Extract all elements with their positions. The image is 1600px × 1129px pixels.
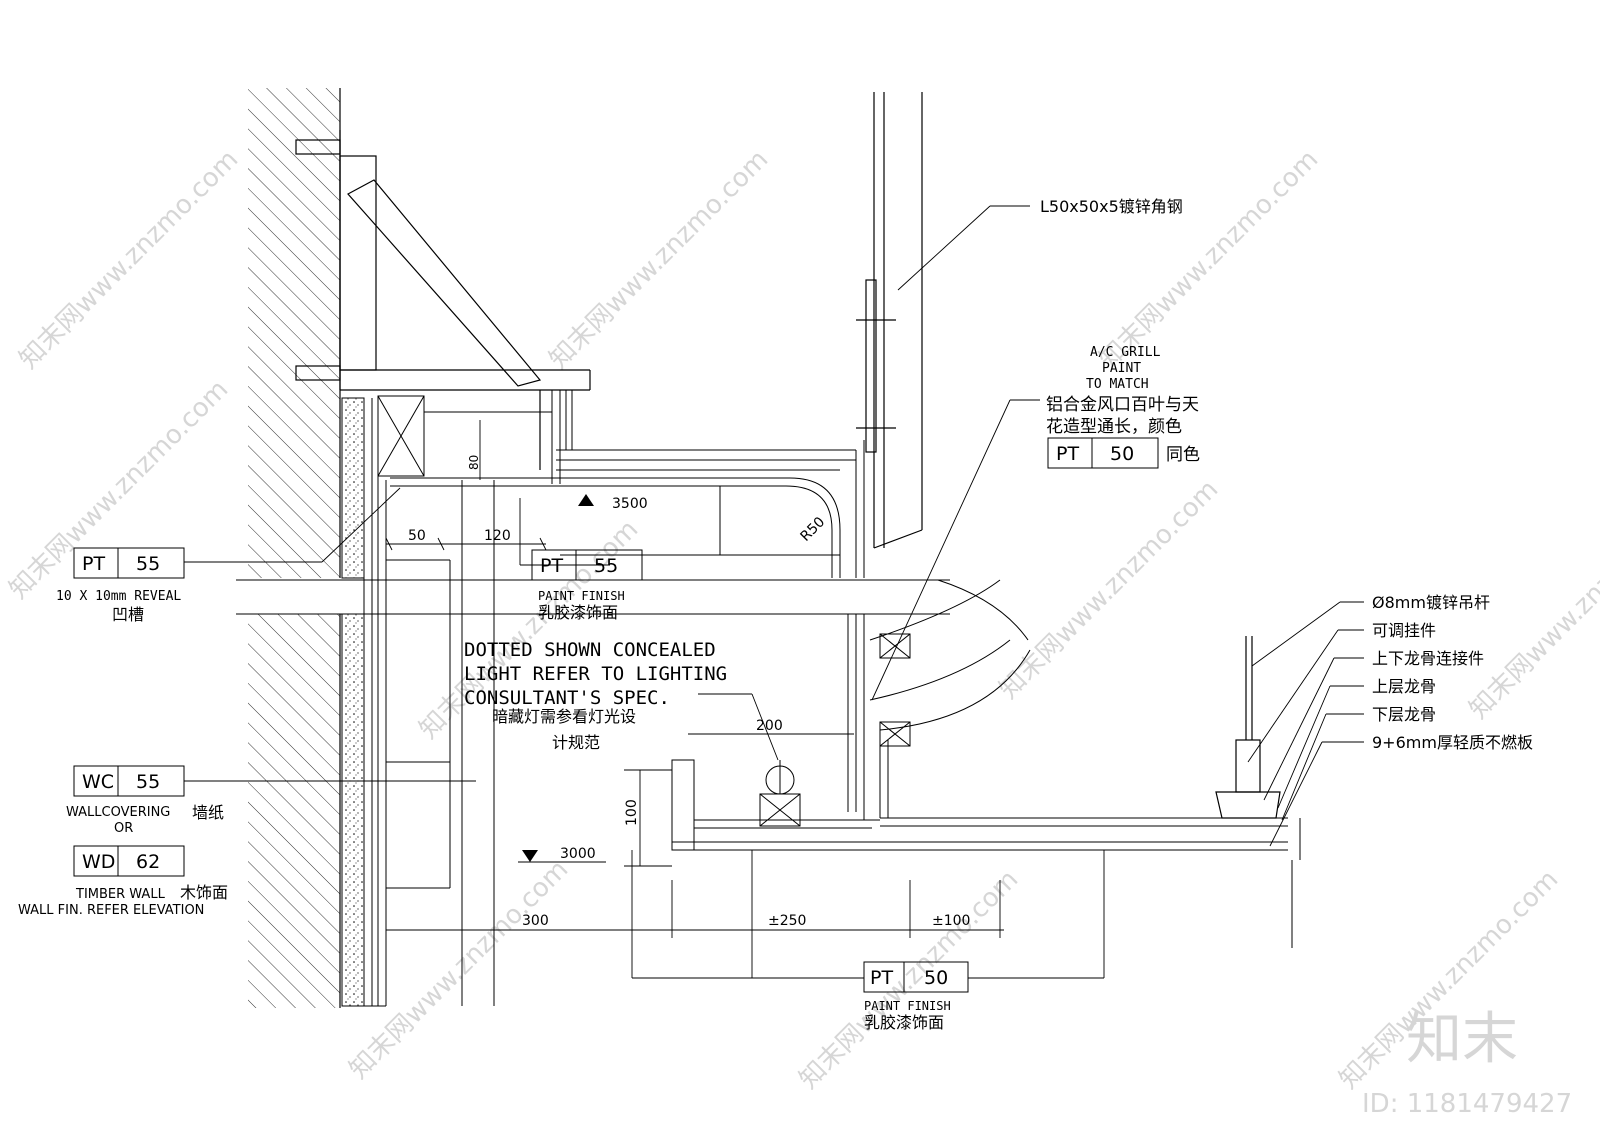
level-3000-text: 3000 — [560, 846, 596, 862]
ceiling-soffit — [377, 390, 865, 820]
wall-finish-layers — [341, 397, 495, 1007]
suspension-assembly — [1215, 636, 1281, 819]
ac-grill-cn-text-1: 铝合金风口百叶与天 — [1046, 395, 1199, 415]
svg-text:知末网www.znzmo.com: 知末网www.znzmo.com — [14, 144, 245, 375]
tag-wc55 — [73, 765, 185, 797]
tag-wc55-num: 55 — [136, 771, 160, 793]
level-marker-3000: 3000 — [518, 846, 606, 863]
lower-keel-text: 下层龙骨 — [1372, 705, 1436, 724]
dim-100-horizontal: ±100 — [932, 913, 970, 929]
svg-text:知末网www.znzmo.com: 知末网www.znzmo.com — [994, 474, 1225, 705]
board-text: 9+6mm厚轻质不燃板 — [1372, 733, 1533, 752]
svg-text:知末网www.znzmo.com: 知末网www.znzmo.com — [544, 144, 775, 375]
leader-lines — [184, 205, 1364, 847]
concealed-cn-text-2: 计规范 — [552, 733, 600, 752]
paint-finish-top-cn-text: 乳胶漆饰面 — [538, 603, 618, 622]
dim-250: ±250 — [768, 913, 806, 929]
watermark-id: ID: 1181479427 — [1362, 1089, 1572, 1119]
reveal-cn-text: 凹槽 — [112, 605, 144, 624]
timber-wall-cn-text: 木饰面 — [180, 883, 228, 902]
dim-r50: R50 — [798, 514, 829, 545]
rod-text: Ø8mm镀锌吊杆 — [1372, 593, 1490, 612]
tag-pt50-bottom-code: PT — [870, 967, 893, 989]
concrete-wall — [240, 88, 350, 1008]
tag-wd62-num: 62 — [136, 851, 160, 873]
same-color-text: 同色 — [1166, 445, 1200, 465]
level-marker-3500: 3500 — [578, 494, 648, 512]
ac-grill-cn-text-2: 花造型通长，颜色 — [1046, 417, 1182, 437]
dim-50: 50 — [408, 528, 426, 544]
level-3500-text: 3500 — [612, 496, 648, 512]
tag-pt55-mid-code: PT — [540, 555, 563, 577]
tag-pt55-mid — [531, 549, 643, 581]
tag-pt50-top-code: PT — [1056, 443, 1079, 465]
or-text: OR — [114, 821, 133, 836]
concealed-text-1: DOTTED SHOWN CONCEALED — [464, 639, 716, 661]
tag-pt55-left — [73, 547, 185, 579]
paint-finish-bottom-text: PAINT FINISH — [864, 999, 951, 1013]
tag-pt50-top-num: 50 — [1110, 443, 1134, 465]
timber-wall-text: TIMBER WALL — [75, 887, 166, 902]
watermark-layer: 知末网www.znzmo.com 知末网www.znzmo.com 知末网www… — [4, 144, 1600, 1095]
hanger-text: 可调挂件 — [1372, 621, 1436, 640]
dim-120: 120 — [484, 528, 511, 544]
ac-grill-text-1: A/C GRILL — [1090, 345, 1161, 360]
concealed-text-3: CONSULTANT'S SPEC. — [464, 687, 670, 709]
tag-wd62-code: WD — [82, 851, 115, 873]
concealed-cn-text-1: 暗藏灯需参看灯光设 — [492, 707, 636, 726]
dim-100-vertical: 100 — [624, 799, 640, 826]
wallcovering-cn-text: 墙纸 — [192, 803, 224, 822]
reveal-text: 10 X 10mm REVEAL — [56, 589, 181, 604]
lower-ceiling-box — [671, 633, 1301, 948]
tag-pt55-left-num: 55 — [136, 553, 160, 575]
tag-pt50-top — [1047, 437, 1159, 469]
wallcovering-text: WALLCOVERING — [66, 805, 170, 820]
dim-80: 80 — [467, 455, 481, 470]
dimension-texts: 50 120 80 200 100 300 ±250 ±100 R50 — [408, 455, 970, 929]
ac-grill-text-3: TO MATCH — [1086, 377, 1149, 392]
tag-pt50-bottom — [863, 961, 969, 993]
angle-steel — [856, 92, 923, 549]
dimension-lines — [385, 420, 1105, 979]
support-bracket — [295, 130, 591, 470]
tag-pt50-bottom-num: 50 — [924, 967, 948, 989]
tag-wd62 — [73, 845, 185, 877]
dim-300: 300 — [522, 913, 549, 929]
svg-text:知末网www.znzmo.com: 知末网www.znzmo.com — [4, 374, 235, 605]
paint-finish-top-text: PAINT FINISH — [538, 589, 625, 603]
watermark-logo: 知末 — [1406, 1007, 1518, 1072]
connector-text: 上下龙骨连接件 — [1372, 649, 1484, 668]
wall-fin-text: WALL FIN. REFER ELEVATION — [18, 903, 204, 918]
angle-steel-text: L50x50x5镀锌角钢 — [1040, 197, 1183, 216]
tag-pt55-mid-num: 55 — [594, 555, 618, 577]
tag-wc55-code: WC — [82, 771, 114, 793]
tag-pt55-left-code: PT — [82, 553, 105, 575]
dim-200: 200 — [756, 718, 783, 734]
svg-text:知末网www.znzmo.com: 知末网www.znzmo.com — [794, 864, 1025, 1095]
svg-text:知末网www.znzmo.com: 知末网www.znzmo.com — [1094, 144, 1325, 375]
concealed-text-2: LIGHT REFER TO LIGHTING — [464, 663, 727, 685]
paint-finish-bottom-cn-text: 乳胶漆饰面 — [864, 1013, 944, 1032]
upper-keel-text: 上层龙骨 — [1372, 677, 1436, 696]
ac-grill-text-2: PAINT — [1102, 361, 1141, 376]
